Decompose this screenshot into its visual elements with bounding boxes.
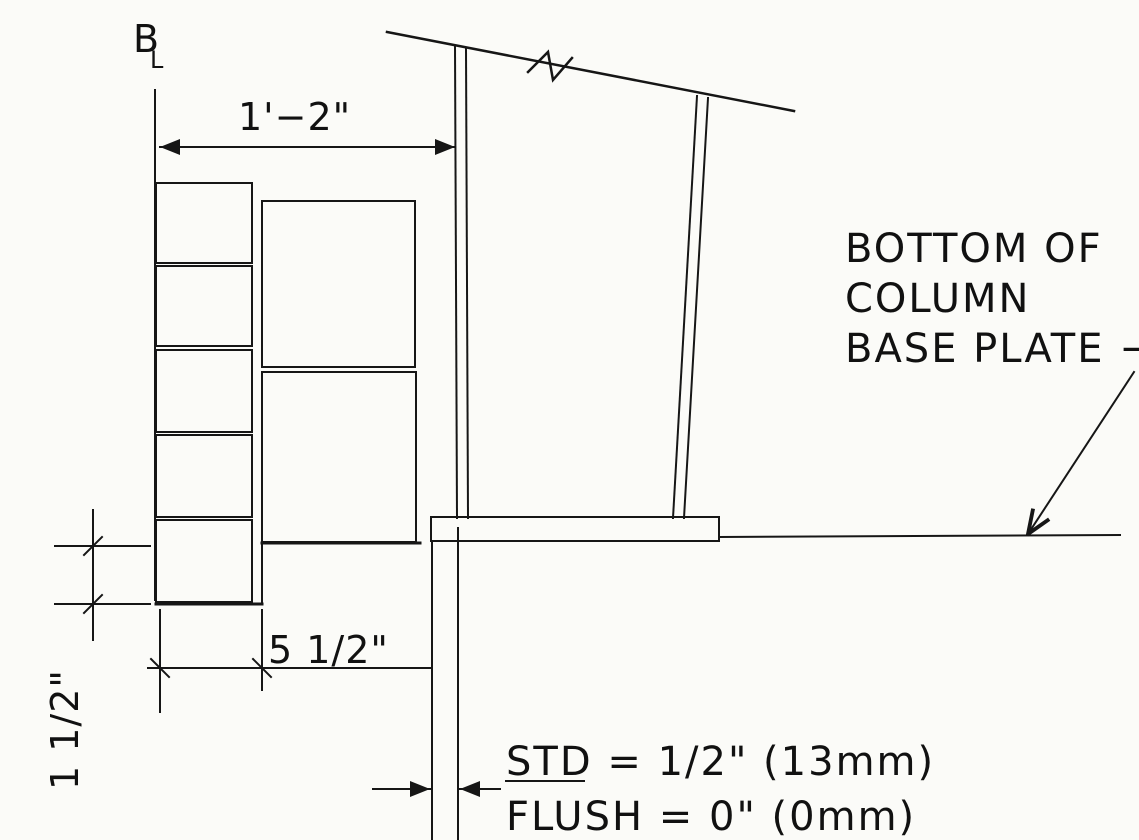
masonry-course [155,182,253,264]
block-width-text: 5 1/2" [268,628,389,672]
course-height-text: 1 1/2" [43,669,87,790]
masonry-course [155,349,253,433]
top-dimension-text: 1'−2" [238,95,351,139]
course-height-dimension: 1 1/2" [43,509,151,790]
column-flange-right-outer [671,94,699,520]
std-note: STD = 1/2" (13mm) [506,739,935,785]
tick-mark [149,657,171,679]
gridline-letter: B [133,17,160,61]
bottom-of-base-plate-line [717,533,1122,539]
gridline-subscript: L [150,46,164,74]
tick-mark [82,593,104,615]
column-flange-left-outer [453,44,459,520]
block-width-dimension: 5 1/2" [147,609,431,713]
column-flange-right-inner [682,96,710,520]
large-block-lower [261,371,417,543]
column-flange-left-inner [464,47,470,520]
large-blocks [260,200,422,545]
masonry-course [155,519,253,603]
large-block-upper [261,200,416,368]
column-top-break-line [385,30,796,113]
callout-line-3: BASE PLATE − [845,326,1139,372]
tick-mark [82,535,104,557]
callout-leader [1028,370,1136,534]
callout-line-1: BOTTOM OF [845,226,1103,272]
masonry-course [155,265,253,347]
masonry-courses [154,182,264,606]
flush-note: FLUSH = 0" (0mm) [506,794,916,840]
tick-mark [251,657,273,679]
break-mark-icon [526,49,574,83]
base-plate [430,516,720,542]
column [385,30,796,520]
masonry-course [155,434,253,518]
callout-line-2: COLUMN [845,276,1030,322]
